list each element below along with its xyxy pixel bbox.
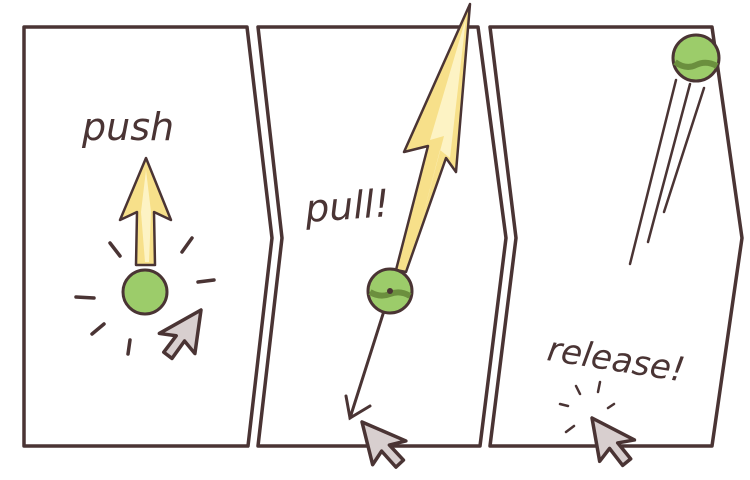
panel-release: release! — [488, 25, 744, 471]
ball-icon — [671, 33, 721, 83]
label-push: push — [81, 105, 174, 149]
panel-pull: pull! — [256, 2, 508, 475]
label-pull: pull! — [303, 181, 391, 231]
push-arrow-icon — [118, 156, 173, 267]
ball-icon — [121, 268, 169, 316]
panel-push: push — [22, 25, 274, 448]
burst-lines — [74, 236, 216, 356]
motion-lines — [628, 78, 706, 266]
ball-icon — [366, 267, 414, 315]
click-burst — [558, 380, 616, 434]
